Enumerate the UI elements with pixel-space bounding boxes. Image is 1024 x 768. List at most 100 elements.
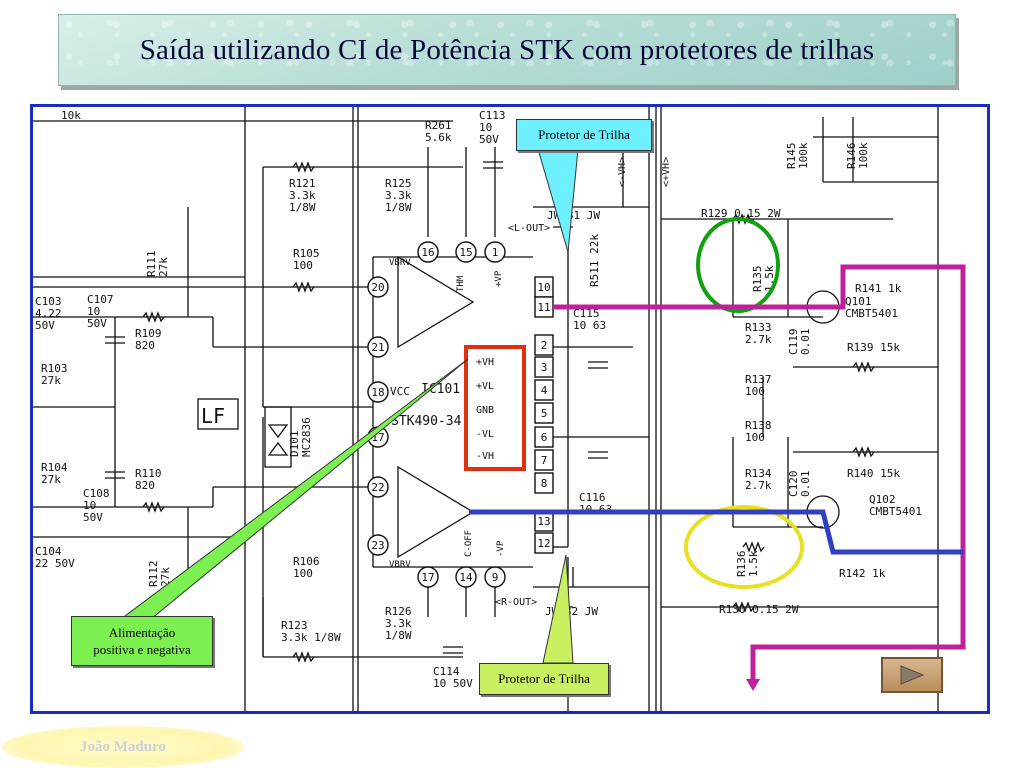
label-r134: R134 — [745, 467, 772, 480]
label-r123: R123 — [281, 619, 308, 632]
svg-text:18: 18 — [371, 386, 384, 399]
label-c119: 0.01 — [799, 329, 812, 356]
label-r121: 1/8W — [289, 201, 316, 214]
label-r145: R145 — [785, 143, 798, 170]
label-vcc: VCC — [390, 385, 410, 398]
label-r104: 27k — [41, 473, 61, 486]
svg-text:4: 4 — [541, 384, 548, 397]
label-plus-vh: <+VH> — [661, 157, 672, 187]
next-slide-button[interactable] — [881, 657, 943, 693]
label-c115: C115 — [573, 307, 600, 320]
svg-text:5: 5 — [541, 407, 548, 420]
callout-bottom-text: Protetor de Trilha — [498, 671, 590, 686]
label-r123: 3.3k 1/8W — [281, 631, 341, 644]
label-r133: R133 — [745, 321, 772, 334]
svg-text:3: 3 — [541, 361, 548, 374]
label-r511: R511 22k — [588, 234, 601, 287]
svg-text:10: 10 — [537, 281, 550, 294]
label-r261: R261 — [425, 119, 452, 132]
svg-text:11: 11 — [537, 301, 550, 314]
label-supply-3: -VL — [476, 429, 494, 440]
label-c108: C108 — [83, 487, 110, 500]
label-r105: R105 — [293, 247, 320, 260]
svg-text:15: 15 — [459, 246, 472, 259]
label-r110: 820 — [135, 479, 155, 492]
callout-top-protector: Protetor de Trilha — [516, 119, 652, 151]
pin-right-7: 7 — [534, 449, 554, 471]
label-c103: 4.22 — [35, 307, 62, 320]
label-r121: 3.3k — [289, 189, 316, 202]
label-r109: 820 — [135, 339, 155, 352]
label-r106: R106 — [293, 555, 320, 568]
svg-text:14: 14 — [459, 571, 473, 584]
label-c103: C103 — [35, 295, 62, 308]
label-supply-4: -VH — [476, 451, 494, 462]
label-r109: R109 — [135, 327, 162, 340]
protector-ring-bottom — [684, 505, 804, 589]
pin-right-3: 3 — [534, 356, 554, 378]
label-ic-name-2: STK490-34 — [391, 414, 462, 429]
label-c107: C107 — [87, 293, 114, 306]
magenta-output-trace — [553, 264, 966, 687]
label-jw181: JW181 JW — [547, 209, 600, 222]
label-r140: R140 15k — [847, 467, 900, 480]
label-c114: C114 — [433, 665, 460, 678]
label-r125: 3.3k — [385, 189, 412, 202]
label-r137: 100 — [745, 385, 765, 398]
protector-ring-top — [696, 217, 780, 313]
label-r126: 1/8W — [385, 629, 412, 642]
svg-text:8: 8 — [541, 477, 548, 490]
label-plus-vp: +VP — [494, 270, 504, 287]
label-c120: 0.01 — [799, 471, 812, 498]
pin-top-1: 1 — [484, 241, 506, 263]
label-c104: 22 50V — [35, 557, 75, 570]
label-c107: 10 — [87, 305, 100, 318]
label-r112: 27k — [159, 567, 172, 587]
label-c115: 10 63 — [573, 319, 606, 332]
pin-left-21: 21 — [367, 336, 389, 358]
pin-right-12: 12 — [534, 532, 554, 554]
label-c108: 50V — [83, 511, 103, 524]
label-c108: 10 — [83, 499, 96, 512]
label-c116: C116 — [579, 491, 606, 504]
pin-right-4: 4 — [534, 379, 554, 401]
callout-bottom-protector: Protetor de Trilha — [479, 663, 609, 695]
pin-bottom-14: 14 — [455, 566, 477, 588]
label-c107: 50V — [87, 317, 107, 330]
label-c104: C104 — [35, 545, 62, 558]
label-r126: R126 — [385, 605, 412, 618]
label-r136: R136 — [735, 551, 748, 578]
pin-right-11: 11 — [534, 296, 554, 318]
supply-pins-highlight — [464, 345, 526, 471]
svg-text:1: 1 — [492, 246, 499, 259]
label-r261: 5.6k — [425, 131, 452, 144]
callout-power: Alimentação positiva e negativa — [71, 616, 213, 666]
label-d101: D101 — [288, 431, 301, 458]
callout-top-text: Protetor de Trilha — [538, 127, 630, 142]
label-r-out: <R-OUT> — [495, 597, 537, 608]
label-r146: 100k — [857, 142, 870, 169]
svg-text:13: 13 — [537, 515, 550, 528]
label-r125: R125 — [385, 177, 412, 190]
label-r125: 1/8W — [385, 201, 412, 214]
pin-left-23: 23 — [367, 534, 389, 556]
svg-text:23: 23 — [371, 539, 384, 552]
label-lf: LF — [201, 404, 225, 428]
label-ic-name-1: IC101 — [421, 382, 460, 397]
callout-power-line2: positiva e negativa — [93, 642, 191, 657]
label-r139: R139 15k — [847, 341, 900, 354]
pin-right-6: 6 — [534, 426, 554, 448]
label-vbrv-top: VBRV — [389, 258, 411, 268]
label-r126: 3.3k — [385, 617, 412, 630]
label-r136: 1.5k — [747, 550, 760, 577]
label-r146: R146 — [845, 143, 858, 170]
label-c113: 50V — [479, 133, 499, 146]
label-r145: 100k — [797, 142, 810, 169]
svg-text:9: 9 — [492, 571, 499, 584]
label-r104: R104 — [41, 461, 68, 474]
label-thm: THM — [456, 275, 466, 292]
blue-output-trace — [469, 509, 963, 555]
label-r135: R135 — [751, 266, 764, 293]
label-q102: Q102 — [869, 493, 896, 506]
label-d101: MC2836 — [300, 417, 313, 457]
